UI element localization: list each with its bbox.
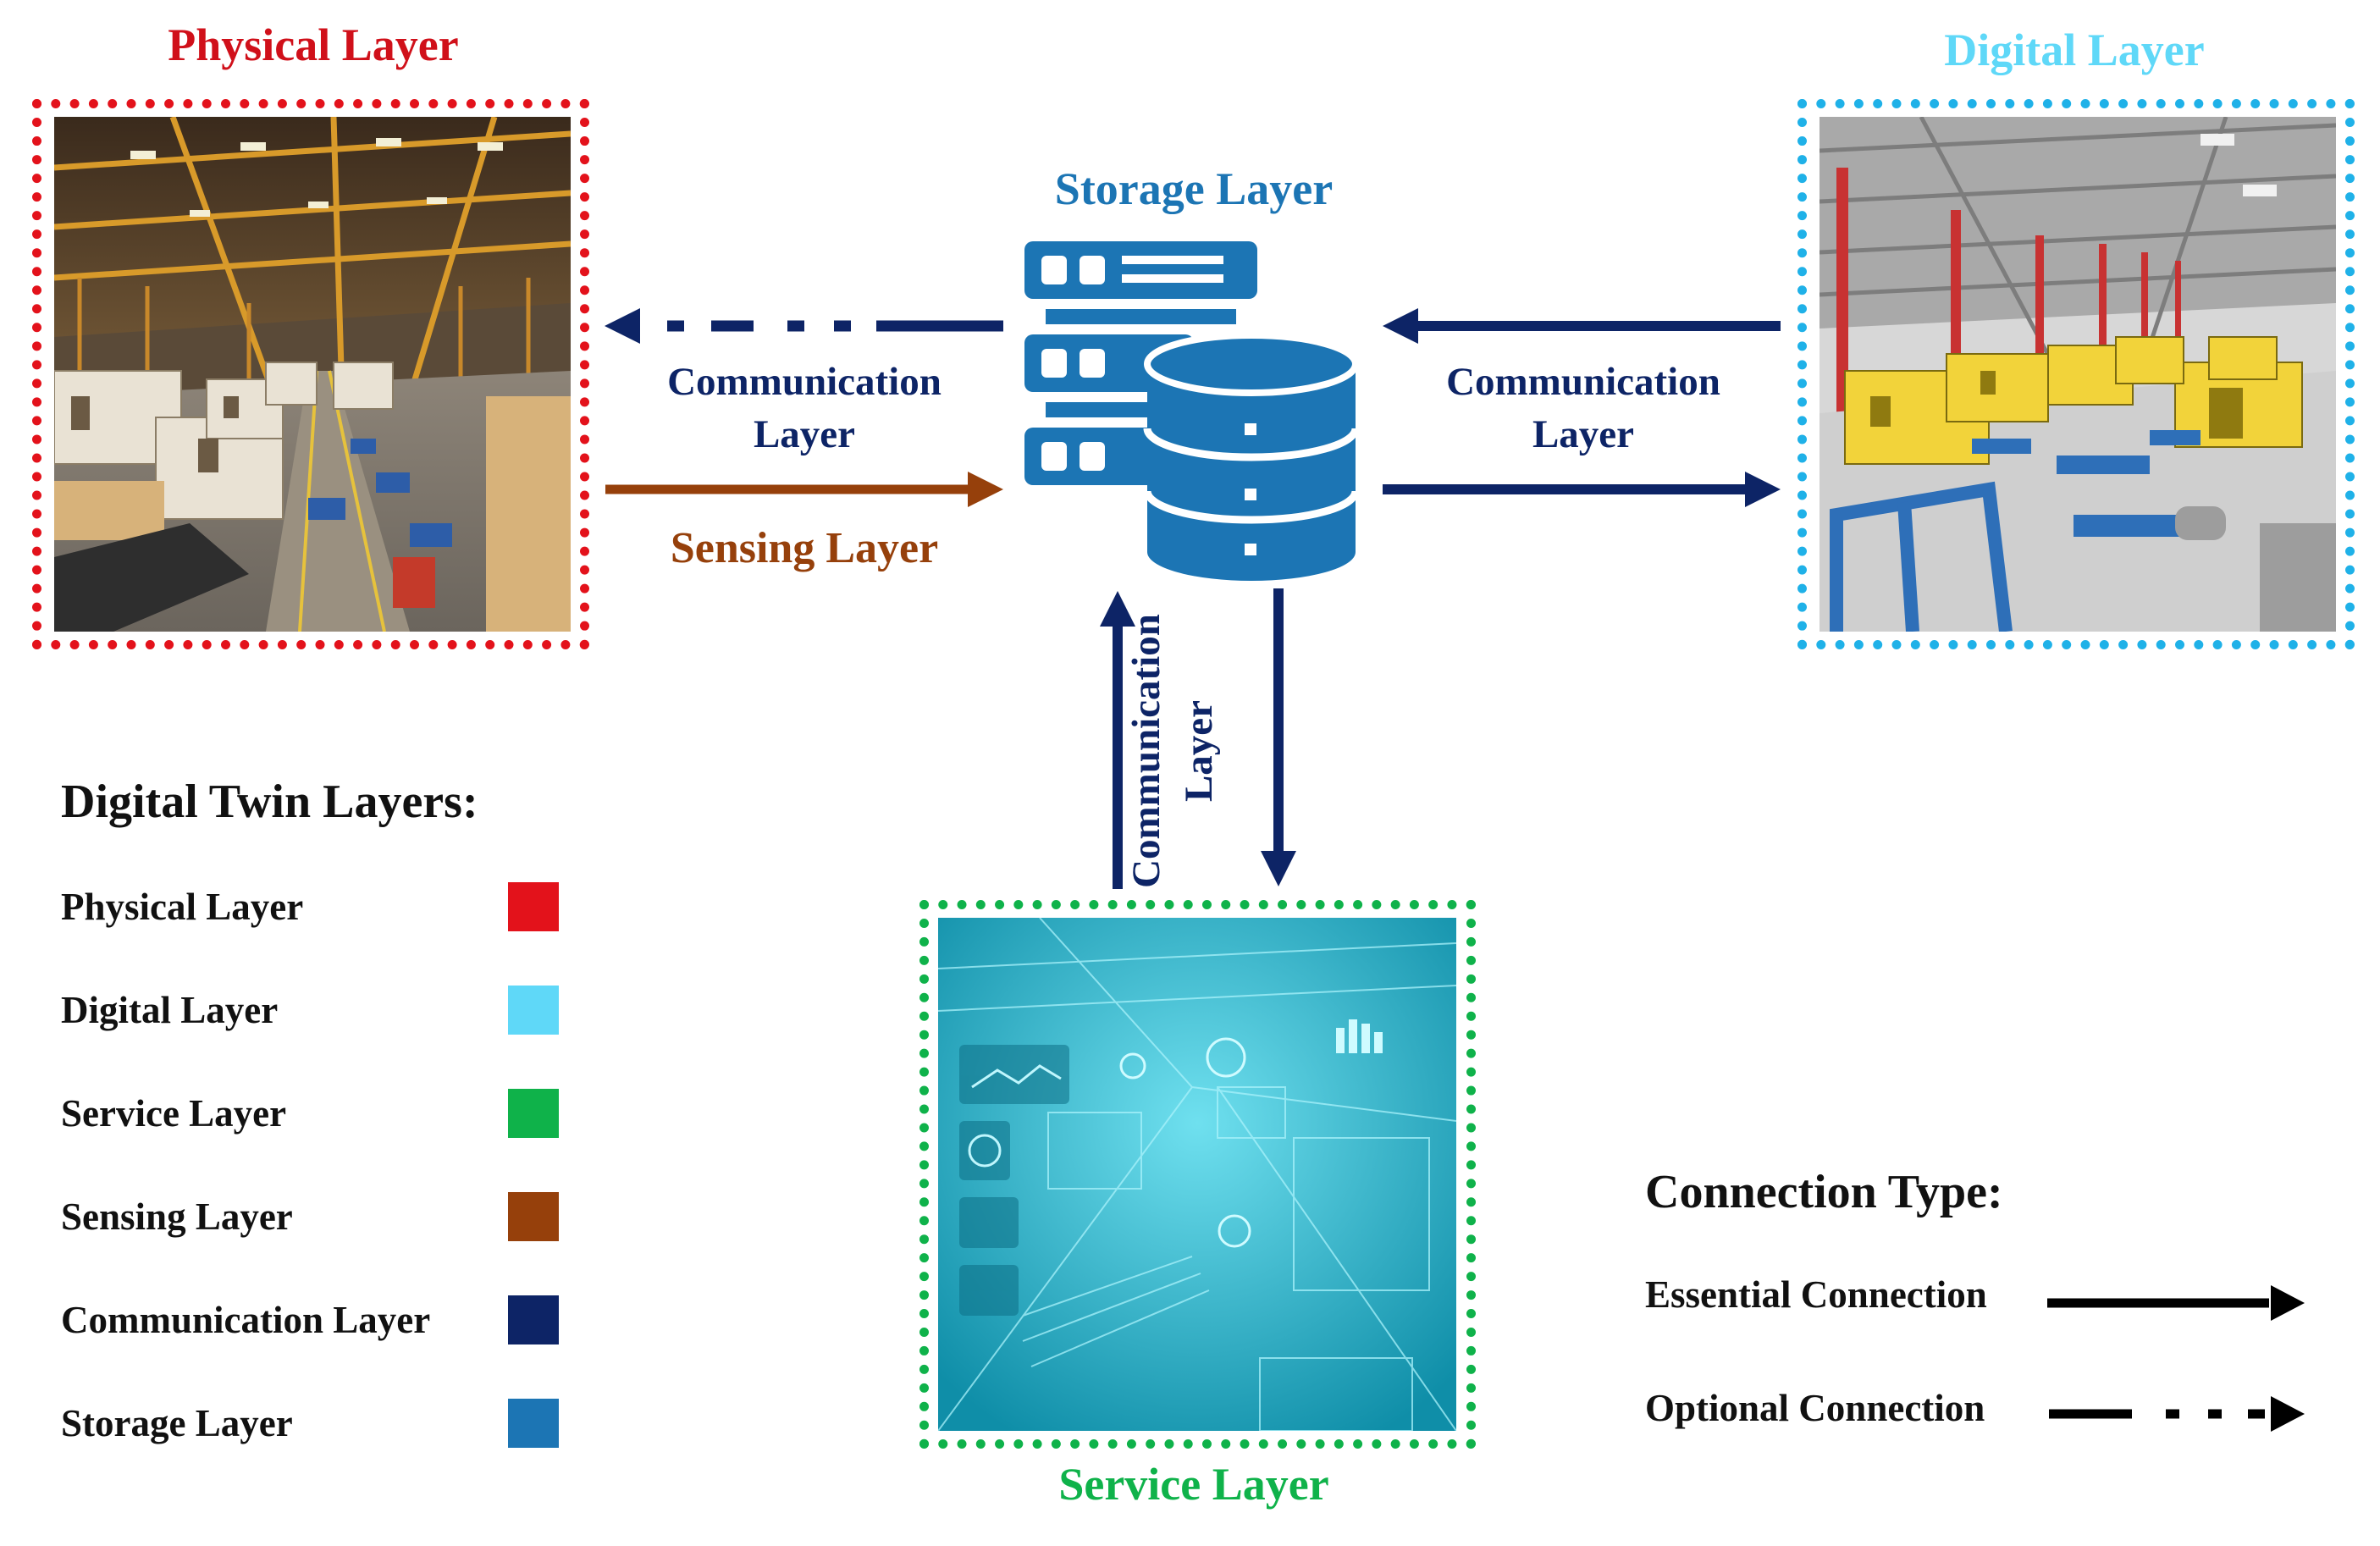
legend-swatch-digital [508, 986, 559, 1035]
essential-arrow-storage-to-service [1261, 588, 1296, 886]
communication-label-bottom-line1: Communication [1124, 614, 1168, 888]
storage-layer-title: Storage Layer [1054, 163, 1334, 214]
sensing-arrow-physical-to-storage [605, 472, 1003, 507]
communication-label-right: Communication Layer [1405, 356, 1761, 461]
physical-layer-image [54, 117, 571, 632]
digital-layer-title: Digital Layer [1944, 25, 2205, 75]
service-layer-frame [919, 900, 1476, 1449]
optional-connection-label: Optional Connection [1645, 1387, 1985, 1429]
optional-arrow-storage-to-physical [605, 308, 1003, 344]
essential-arrow-service-to-storage [1100, 591, 1135, 889]
legend-swatch-service [508, 1089, 559, 1138]
essential-arrow-digital-to-storage [1383, 308, 1781, 344]
legend-swatch-physical [508, 882, 559, 931]
digital-layer-frame [1797, 99, 2355, 649]
legend-item-physical: Physical Layer [61, 886, 304, 928]
legend-optional-arrow [2049, 1396, 2305, 1432]
service-layer-image [938, 918, 1456, 1431]
legend-item-storage: Storage Layer [61, 1402, 293, 1444]
legend-item-sensing: Sensing Layer [61, 1195, 293, 1238]
legend-essential-arrow [2047, 1285, 2305, 1321]
legend-item-digital: Digital Layer [61, 989, 279, 1031]
legend-swatch-sensing [508, 1192, 559, 1241]
communication-label-right-line1: Communication [1446, 360, 1720, 404]
legend-swatch-communication [508, 1295, 559, 1344]
legend-item-service: Service Layer [61, 1092, 287, 1135]
service-layer-title: Service Layer [1058, 1459, 1329, 1510]
digital-layer-image [1820, 117, 2336, 632]
legend-title: Digital Twin Layers: [61, 776, 478, 828]
legend-swatch-storage [508, 1399, 559, 1448]
communication-label-left-line2: Layer [753, 412, 856, 456]
sensing-layer-label: Sensing Layer [670, 524, 939, 572]
server-database-icon [1020, 237, 1367, 584]
communication-label-bottom-line2: Layer [1177, 699, 1221, 803]
physical-layer-title: Physical Layer [168, 19, 459, 70]
communication-label-left-line1: Communication [667, 360, 942, 404]
communication-label-right-line2: Layer [1532, 412, 1635, 456]
physical-layer-frame [32, 99, 589, 649]
essential-arrow-storage-to-digital [1383, 472, 1781, 507]
essential-connection-label: Essential Connection [1645, 1273, 1987, 1316]
communication-label-left: Communication Layer [627, 356, 982, 461]
legend-item-communication: Communication Layer [61, 1299, 431, 1341]
connection-type-title: Connection Type: [1645, 1166, 2003, 1218]
